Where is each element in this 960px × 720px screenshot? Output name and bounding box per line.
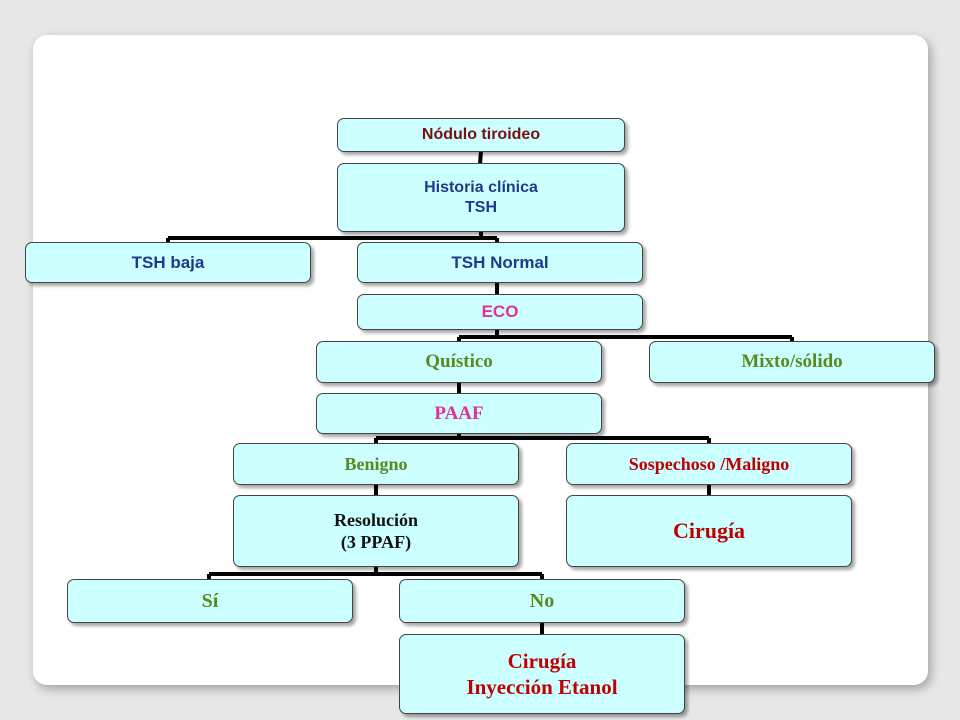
node-eco: ECO — [357, 294, 643, 330]
node-resolucion-line2: (3 PPAF) — [340, 532, 412, 552]
node-cirugia-right-label: Cirugía — [672, 518, 746, 544]
node-tsh-normal: TSH Normal — [357, 242, 643, 283]
node-no-label: No — [529, 589, 555, 612]
node-resolucion-line1: Resolución — [333, 509, 418, 530]
node-historia-clinica: Historia clínica TSH — [337, 163, 625, 232]
node-quistico-label: Quístico — [425, 351, 493, 373]
node-historia-line1: Historia clínica — [424, 178, 538, 196]
node-mixto-solido: Mixto/sólido — [649, 341, 935, 383]
node-benigno-label: Benigno — [344, 453, 408, 474]
node-eco-label: ECO — [481, 302, 519, 322]
node-paaf-label: PAAF — [434, 402, 484, 424]
node-benigno: Benigno — [233, 443, 519, 485]
node-quistico: Quístico — [316, 341, 602, 383]
node-nodulo-tiroideo: Nódulo tiroideo — [337, 118, 625, 152]
node-mixto-label: Mixto/sólido — [741, 351, 843, 373]
node-tsh-normal-label: TSH Normal — [451, 252, 549, 272]
node-sospechoso-maligno: Sospechoso /Maligno — [566, 443, 852, 485]
node-no: No — [399, 579, 685, 623]
node-final-line2: Inyección Etanol — [466, 675, 618, 699]
node-tsh-baja-label: TSH baja — [131, 252, 205, 272]
node-paaf: PAAF — [316, 393, 602, 434]
node-nodulo-label: Nódulo tiroideo — [421, 126, 541, 143]
node-si: Sí — [67, 579, 353, 623]
node-cirugia-right: Cirugía — [566, 495, 852, 567]
node-final-line1: Cirugía — [507, 648, 577, 673]
node-sospechoso-label: Sospechoso /Maligno — [628, 453, 790, 474]
node-tsh-baja: TSH baja — [25, 242, 311, 283]
node-historia-line2: TSH — [465, 198, 497, 216]
node-cirugia-inyeccion: Cirugía Inyección Etanol — [399, 634, 685, 714]
node-resolucion: Resolución (3 PPAF) — [233, 495, 519, 567]
node-si-label: Sí — [201, 589, 219, 612]
